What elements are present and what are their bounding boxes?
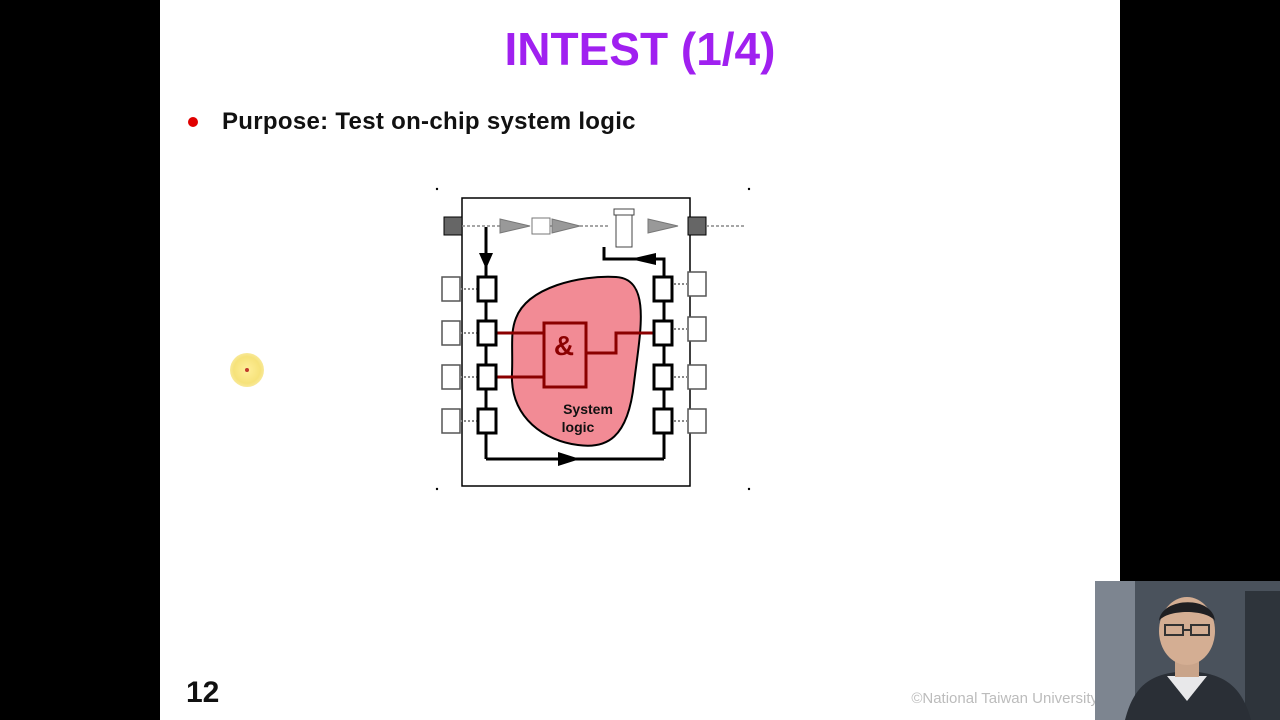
- bullet-item: Purpose: Test on-chip system logic: [188, 104, 636, 140]
- bullet-dot-icon: [188, 117, 198, 127]
- presenter-webcam-feed: [1095, 581, 1280, 720]
- laser-pointer-icon: [230, 353, 264, 387]
- system-logic-label-line2: logic: [562, 419, 595, 435]
- system-logic-label-line1: System: [563, 401, 613, 417]
- tap-mux-cap: [614, 209, 634, 215]
- pointer-core: [245, 368, 249, 372]
- slide: INTEST (1/4) Purpose: Test on-chip syste…: [160, 0, 1120, 720]
- tdi-pad: [444, 217, 462, 235]
- bypass-register: [532, 218, 550, 234]
- tap-mux: [616, 213, 632, 247]
- left-pins: [442, 277, 460, 433]
- bullet-text: Purpose: Test on-chip system logic: [222, 108, 636, 136]
- slide-title: INTEST (1/4): [160, 22, 1120, 76]
- copyright-notice: ©National Taiwan University: [911, 690, 1098, 707]
- slide-number: 12: [186, 676, 219, 710]
- tdo-pad: [688, 217, 706, 235]
- presenter-figure: [1095, 581, 1280, 720]
- intest-diagram: & System logic: [430, 183, 760, 499]
- and-gate-symbol: &: [554, 330, 574, 361]
